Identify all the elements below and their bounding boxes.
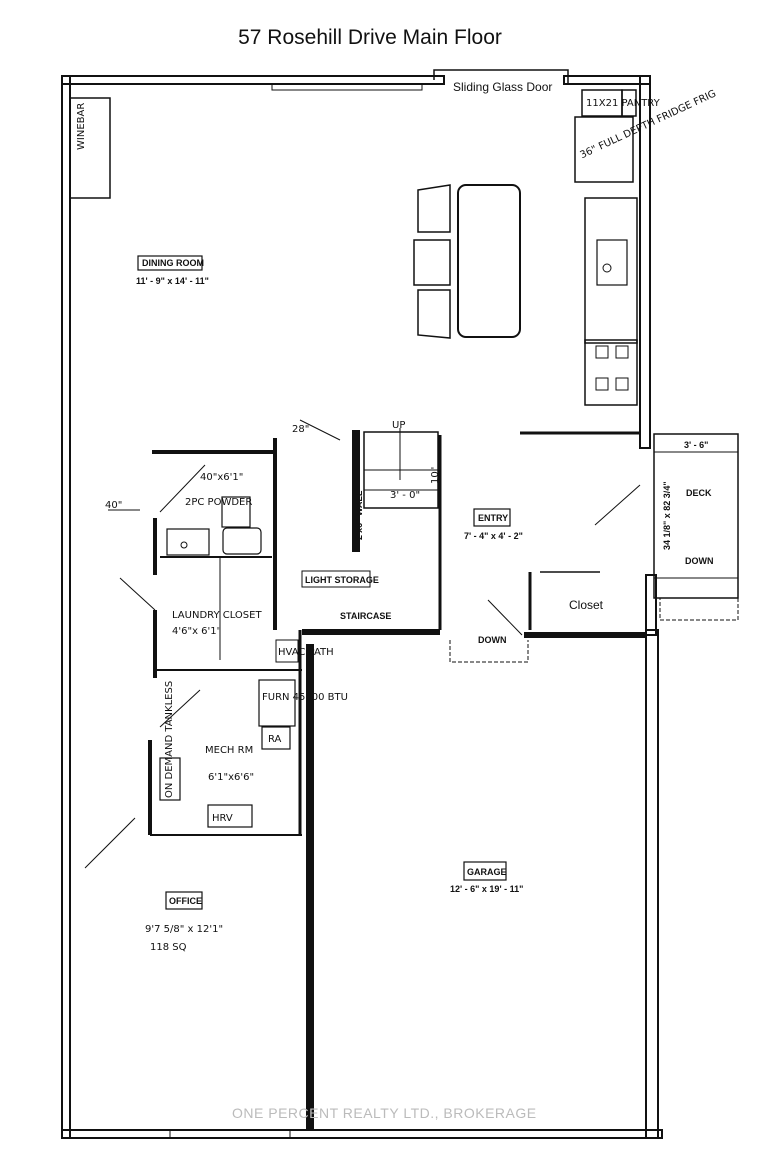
laundry-label: LAUNDRY CLOSET: [172, 610, 262, 621]
plan-title: 57 Rosehill Drive Main Floor: [238, 26, 502, 49]
entry-dims: 7' - 4" x 4' - 2": [464, 531, 523, 541]
watermark: ONE PERCENT REALTY LTD., BROKERAGE: [232, 1105, 537, 1121]
ra-label: RA: [268, 734, 282, 745]
door-swings: [84, 419, 641, 869]
office-label: OFFICE: [169, 896, 202, 906]
deck: [653, 433, 739, 621]
entry-down-label: DOWN: [478, 635, 507, 645]
deck-door-dims: 34 1/8" x 82 3/4": [662, 481, 672, 550]
pantry-label: 11X21 PANTRY: [586, 98, 661, 109]
powder-label: 2PC POWDER: [185, 497, 252, 508]
tank-label: ON DEMAND TANKLESS: [164, 681, 175, 798]
dining-room-label: DINING ROOM: [142, 258, 204, 268]
entry-label: ENTRY: [478, 513, 508, 523]
winebar: [69, 97, 111, 199]
stairs: [363, 428, 439, 509]
garage-label: GARAGE: [467, 867, 507, 877]
exterior-walls: [61, 75, 663, 1139]
deck-width: 3' - 6": [684, 440, 708, 450]
up-label: UP: [392, 420, 405, 431]
light-storage-label: LIGHT STORAGE: [305, 575, 379, 585]
mech-dims: 6'1"x6'6": [208, 772, 254, 783]
interior-walls: [108, 430, 646, 1130]
stair-10-label: 10": [430, 467, 441, 484]
dining-room-dims: 11' - 9" x 14' - 11": [136, 276, 209, 286]
deck-down-label: DOWN: [685, 556, 714, 566]
kitchen-cabinets: [574, 89, 638, 406]
office-sq: 118 SQ: [150, 942, 187, 953]
sliding-door: [433, 69, 569, 84]
laundry-dims: 4'6"x 6'1": [172, 626, 221, 637]
kitchen-island: [413, 184, 521, 339]
furnace-label: FURN 45000 BTU: [262, 692, 348, 703]
powder-dims: 40"x6'1": [200, 472, 243, 483]
closet-label: Closet: [569, 598, 604, 612]
hrv-label: HRV: [212, 813, 233, 824]
hvac-label: HVAC PATH: [278, 647, 334, 658]
dim-40: 40": [105, 500, 122, 511]
winebar-label: WINEBAR: [76, 103, 87, 150]
office-dims: 9'7 5/8" x 12'1": [145, 924, 223, 935]
stair-3-label: 3' - 0": [390, 490, 420, 501]
staircase-label: STAIRCASE: [340, 611, 391, 621]
deck-label: DECK: [686, 488, 712, 498]
dim-28: 28": [292, 424, 309, 435]
wall-label: 2'x6" WALL: [354, 490, 364, 540]
garage-dims: 12' - 6" x 19' - 11": [450, 884, 523, 894]
mech-label: MECH RM: [205, 745, 253, 756]
sliding-door-label: Sliding Glass Door: [453, 80, 552, 94]
